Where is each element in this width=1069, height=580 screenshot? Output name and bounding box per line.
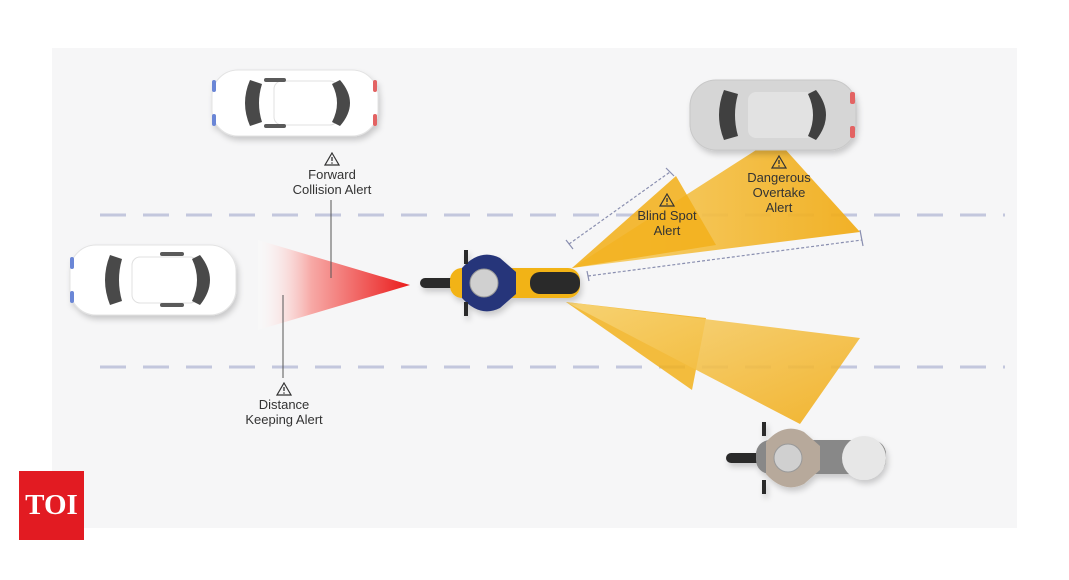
car-left-lane: [69, 244, 237, 316]
forward-collision-zone: [258, 240, 410, 330]
distance-keeping-line-2: Keeping Alert: [245, 412, 323, 427]
distance-keeping-line-1: Distance: [258, 397, 310, 412]
forward-collision-line-2: Collision Alert: [292, 182, 372, 197]
warning-triangle-icon: [324, 152, 340, 166]
car-ahead-top: [211, 69, 379, 137]
car-overtaking-grey: [689, 79, 857, 151]
forward-collision-line-1: Forward: [308, 167, 356, 182]
warning-triangle-icon: [771, 155, 787, 169]
warning-triangle-icon: [659, 193, 675, 207]
forward-collision-label: Forward Collision Alert: [276, 152, 388, 197]
dangerous-overtake-label: Dangerous Overtake Alert: [734, 155, 824, 215]
dangerous-overtake-line-3: Alert: [765, 200, 793, 215]
rear-overtake-zone: [566, 302, 860, 424]
blind-spot-zone: [572, 176, 716, 268]
following-motorcycle: [726, 422, 886, 494]
blind-spot-label: Blind Spot Alert: [627, 193, 707, 238]
blind-spot-dimension: [565, 167, 675, 250]
rider-motorcycle: [420, 250, 580, 316]
blind-spot-line-2: Alert: [653, 223, 681, 238]
overtake-dimension: [586, 229, 864, 282]
toi-logo: TOI: [19, 471, 84, 540]
dangerous-overtake-line-1: Dangerous: [747, 170, 811, 185]
dangerous-overtake-line-2: Overtake: [752, 185, 806, 200]
blind-spot-line-1: Blind Spot: [637, 208, 697, 223]
warning-triangle-icon: [276, 382, 292, 396]
distance-keeping-label: Distance Keeping Alert: [228, 382, 340, 427]
